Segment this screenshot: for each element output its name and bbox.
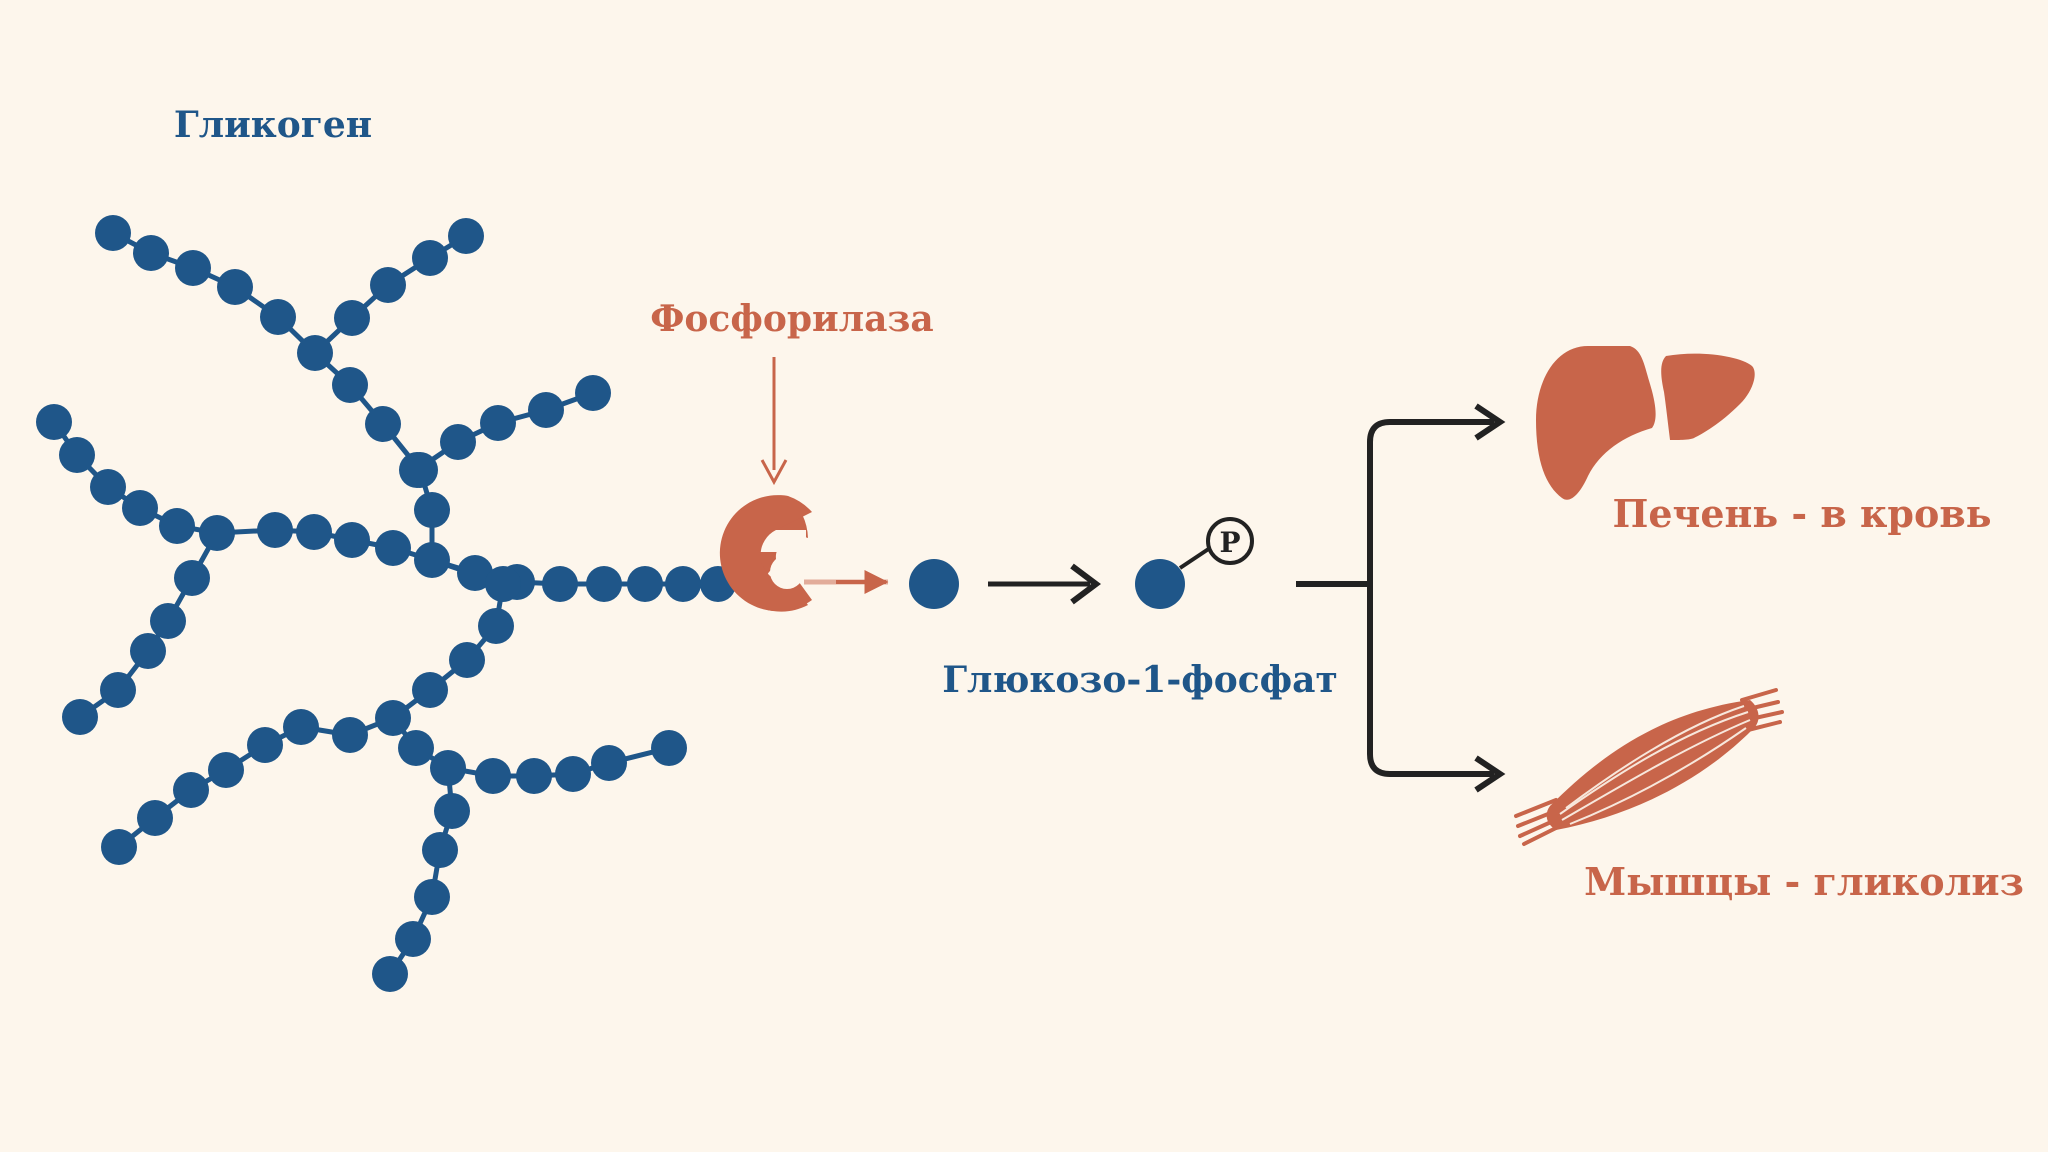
glucose-unit	[175, 250, 211, 286]
glycogen-molecule	[36, 215, 736, 992]
glucose-unit	[665, 566, 701, 602]
muscle-icon	[1514, 688, 1784, 846]
g1p-glucose	[1135, 559, 1185, 609]
glucose-unit	[332, 717, 368, 753]
fate-branch-arrow	[1296, 403, 1506, 793]
glucose-unit	[412, 672, 448, 708]
glucose-unit	[95, 215, 131, 251]
glucose-unit	[199, 515, 235, 551]
glucose-unit	[575, 375, 611, 411]
glucose-unit	[137, 800, 173, 836]
glucose-unit	[297, 335, 333, 371]
glucose-unit	[555, 756, 591, 792]
glucose-unit	[260, 299, 296, 335]
glucose-unit	[101, 829, 137, 865]
liver-icon	[1536, 346, 1755, 500]
glucose-unit	[247, 727, 283, 763]
glucose-unit	[375, 530, 411, 566]
glucose-unit	[332, 367, 368, 403]
glucose-unit	[159, 508, 195, 544]
glucose-unit	[516, 758, 552, 794]
glucose-unit	[375, 700, 411, 736]
phosphate-label: P	[1219, 526, 1240, 559]
glucose-unit	[208, 752, 244, 788]
product-label: Глюкозо-1-фосфат	[942, 659, 1338, 701]
glucose-unit	[480, 405, 516, 441]
glucose-unit	[399, 452, 435, 488]
glucose-unit	[528, 392, 564, 428]
glucose-1-phosphate: P	[1135, 517, 1254, 609]
glucose-unit	[591, 745, 627, 781]
phosphate-circle	[1206, 517, 1254, 565]
glucose-unit	[485, 566, 521, 602]
glucose-unit	[449, 642, 485, 678]
glucose-unit	[100, 672, 136, 708]
glucose-unit	[36, 404, 72, 440]
glucose-unit	[414, 492, 450, 528]
glucose-unit	[398, 730, 434, 766]
glucose-unit	[257, 512, 293, 548]
glucose-unit	[59, 437, 95, 473]
glucose-unit	[414, 542, 450, 578]
glucose-unit	[173, 772, 209, 808]
glucose-unit	[651, 730, 687, 766]
glucose-unit	[440, 424, 476, 460]
glucose-unit	[365, 406, 401, 442]
glucose-unit	[627, 566, 663, 602]
glucose-unit	[130, 633, 166, 669]
glucose-unit	[122, 490, 158, 526]
glucose-unit	[334, 300, 370, 336]
glucose-unit	[296, 514, 332, 550]
released-glucose	[909, 559, 959, 609]
glucose-unit	[412, 240, 448, 276]
glycogen-bonds	[51, 230, 718, 976]
glucose-unit	[414, 879, 450, 915]
glucose-unit	[430, 750, 466, 786]
glucose-unit	[372, 956, 408, 992]
glucose-unit	[395, 921, 431, 957]
glucose-unit	[90, 469, 126, 505]
phosphorylase-label: Фосфорилаза	[650, 298, 933, 340]
glucose-unit	[542, 566, 578, 602]
glucose-unit	[422, 832, 458, 868]
glucose-unit	[150, 603, 186, 639]
glucose-unit	[448, 218, 484, 254]
phosphorylase-pointer-arrow	[760, 357, 788, 486]
glucose-unit	[586, 566, 622, 602]
liver-fate-label: Печень - в кровь	[1612, 491, 1991, 536]
glucose-unit	[133, 235, 169, 271]
phosphorylase-enzyme	[719, 495, 812, 612]
glucose-unit	[217, 269, 253, 305]
glucose-unit	[62, 699, 98, 735]
glucose-unit	[457, 555, 493, 591]
glycogen-title: Гликоген	[174, 104, 372, 146]
glucose-unit	[334, 522, 370, 558]
glucose-unit	[283, 709, 319, 745]
glucose-unit	[475, 758, 511, 794]
glucose-unit	[370, 267, 406, 303]
glucose-unit	[174, 560, 210, 596]
glucose-unit	[434, 793, 470, 829]
glucose-unit	[478, 608, 514, 644]
conversion-arrow	[988, 563, 1101, 605]
muscle-fate-label: Мышцы - гликолиз	[1584, 859, 2024, 904]
